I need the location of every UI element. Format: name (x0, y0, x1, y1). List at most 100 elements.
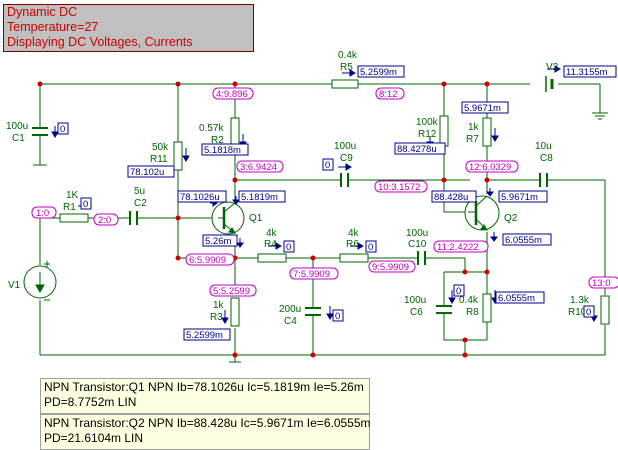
current-arrow-c4 (326, 306, 334, 320)
resistor-r10[interactable] (600, 295, 610, 325)
svg-text:5.1819m: 5.1819m (241, 192, 278, 203)
simulation-info-panel: Dynamic DC Temperature=27 Displaying DC … (3, 4, 254, 52)
current-arrow-v2 (547, 65, 561, 73)
r11-value: 50k (152, 142, 169, 153)
r11-name: R11 (150, 154, 168, 165)
c10-name: C10 (408, 239, 427, 250)
capacitor-c2[interactable] (129, 211, 138, 225)
junction-dot (232, 352, 238, 358)
resistor-r11[interactable] (173, 141, 183, 171)
q2-tooltip: NPN Transistor:Q2 NPN Ib=88.428u Ic=5.96… (40, 414, 371, 450)
c6-name: C6 (410, 307, 423, 318)
r12-value: 100k (416, 117, 439, 128)
junction-dot (175, 215, 181, 221)
c8-name: C8 (540, 153, 553, 164)
svg-text:78.102u: 78.102u (130, 167, 164, 178)
capacitor-c1[interactable] (32, 127, 48, 136)
r10-name: R10 (568, 307, 587, 318)
current-arrow-r3 (221, 310, 229, 324)
node-label-5: 5:5.2599 (209, 284, 257, 297)
c1-value: 100u (6, 121, 28, 132)
circuit-wires (33, 83, 608, 363)
current-box-r4: 0 (283, 240, 295, 253)
current-box-v2: 11.3155m (563, 65, 617, 78)
svg-text:1:0: 1:0 (36, 208, 49, 219)
junction-dot (484, 269, 490, 275)
capacitor-c4[interactable] (305, 307, 321, 316)
resistor-r12[interactable] (439, 115, 449, 147)
v2-name: V2 (546, 62, 559, 73)
svg-text:0: 0 (286, 242, 291, 253)
transistor-q2[interactable] (464, 195, 500, 231)
r1-name: R1 (63, 202, 76, 213)
current-box-r3: 5.2599m (183, 328, 231, 341)
svg-text:2:0: 2:0 (98, 215, 111, 226)
resistor-r2[interactable] (230, 117, 240, 147)
r8-value: 0.4k (459, 295, 479, 306)
resistor-r6[interactable] (339, 253, 369, 263)
current-box-r12: 88.4278u (394, 142, 446, 155)
svg-text:5.1818m: 5.1818m (204, 145, 241, 156)
q1-tooltip-line2: PD=8.7752m LIN (44, 395, 137, 409)
resistor-r4[interactable] (257, 253, 287, 263)
junction-dot (462, 269, 468, 275)
svg-text:0: 0 (325, 160, 330, 171)
svg-text:88.4278u: 88.4278u (397, 144, 437, 155)
resistor-r5[interactable] (331, 79, 359, 89)
current-box-r10: 0 (583, 305, 595, 318)
capacitor-c10[interactable] (417, 251, 426, 265)
node-label-8: 8:12 (375, 87, 405, 100)
capacitor-c9[interactable] (340, 173, 349, 187)
v1-name: V1 (8, 280, 21, 291)
r1-value: 1K (66, 190, 79, 201)
resistor-r1[interactable] (59, 213, 89, 223)
svg-text:8:12: 8:12 (379, 89, 398, 100)
current-box-r11: 78.102u (127, 165, 175, 178)
r7-name: R7 (466, 134, 479, 145)
node-label-6: 6:5.9909 (185, 253, 235, 266)
info-line-mode: Dynamic DC (7, 5, 78, 19)
svg-text:5.2599m: 5.2599m (360, 67, 397, 78)
c1-name: C1 (12, 133, 25, 144)
info-line-temperature: Temperature=27 (7, 20, 99, 34)
c4-value: 200u (279, 304, 301, 315)
voltage-source-v1[interactable] (23, 261, 57, 301)
r6-value: 4k (348, 228, 360, 239)
r6-name: R6 (346, 239, 359, 250)
current-arrow-r11 (182, 148, 190, 162)
capacitor-c8[interactable] (539, 173, 548, 187)
current-arrow-c6 (448, 290, 456, 304)
q1-name: Q1 (249, 213, 263, 224)
transistor-q1[interactable] (211, 201, 245, 235)
current-arrow-q2-ic (486, 188, 494, 197)
q2-tooltip-line2: PD=21.6104m LIN (44, 431, 144, 445)
battery-v2[interactable] (530, 76, 554, 92)
svg-text:6.0555m: 6.0555m (498, 293, 535, 304)
svg-text:0: 0 (83, 199, 88, 210)
node-label-11: 11:2.4222 (433, 240, 489, 253)
resistor-r8[interactable] (482, 293, 492, 323)
svg-text:5.2599m: 5.2599m (186, 330, 223, 341)
junction-dot (175, 81, 181, 87)
svg-text:7:5.9909: 7:5.9909 (293, 269, 330, 280)
junction-dot (462, 352, 468, 358)
c9-name: C9 (340, 153, 353, 164)
junction-dot (441, 81, 447, 87)
current-box-c1: 0 (57, 122, 69, 135)
r4-value: 4k (266, 228, 278, 239)
r3-name: R3 (210, 312, 223, 323)
q1-tooltip: NPN Transistor:Q1 NPN Ib=78.1026u Ic=5.1… (40, 378, 370, 414)
svg-text:5.26m: 5.26m (205, 236, 231, 247)
svg-text:10:3.1572: 10:3.1572 (378, 182, 420, 193)
svg-text:0: 0 (586, 307, 591, 318)
c2-value: 5u (134, 186, 145, 197)
resistor-r3[interactable] (230, 297, 240, 327)
junction-dot (441, 177, 447, 183)
capacitor-c6[interactable] (436, 305, 452, 314)
node-label-2: 2:0 (93, 213, 119, 226)
resistor-r7[interactable] (482, 117, 492, 147)
current-box-c6: 0 (453, 284, 465, 297)
current-arrow-r5 (342, 69, 356, 77)
junction-dot (484, 81, 490, 87)
